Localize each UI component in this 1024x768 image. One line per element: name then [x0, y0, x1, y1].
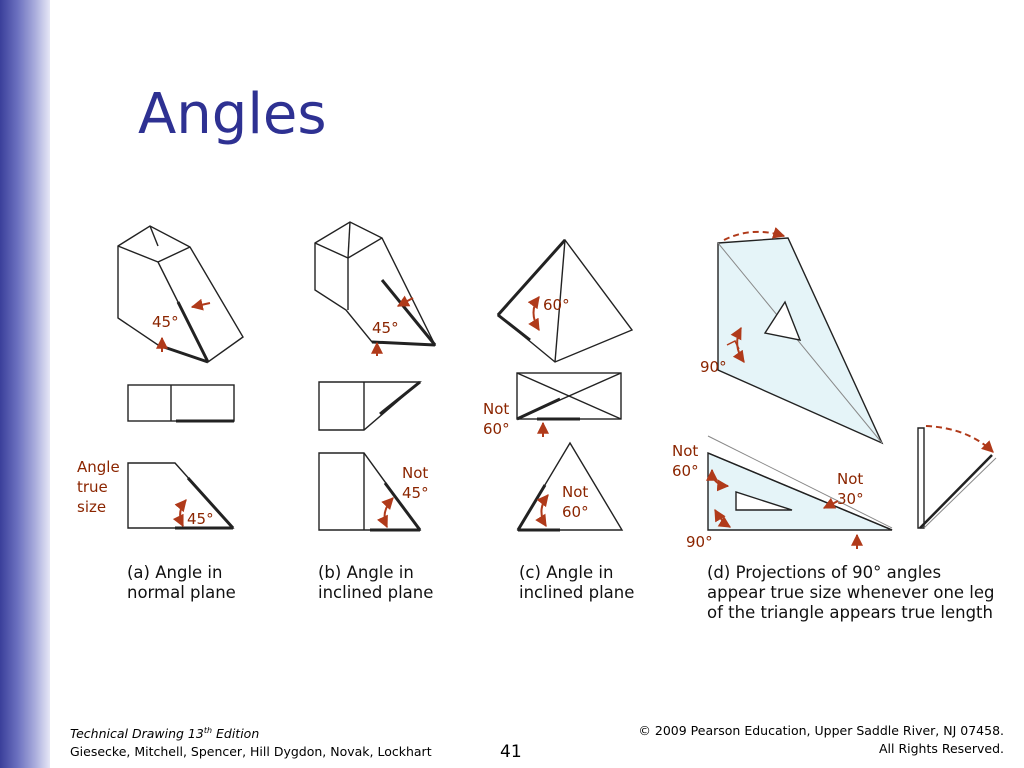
- label-d-right-line-1: Not: [837, 470, 863, 488]
- label-b-bottom-line-2: 45°: [402, 484, 429, 502]
- caption-d-line-1: (d) Projections of 90° angles: [707, 563, 941, 582]
- slide-side-gradient-bar: [0, 0, 50, 768]
- slide-title: Angles: [138, 82, 327, 147]
- label-c-middle-line-2: 60°: [483, 420, 510, 438]
- footer-book-info: Technical Drawing 13th Edition Giesecke,…: [70, 722, 432, 761]
- label-d-top-angle: 90°: [700, 358, 727, 376]
- label-b-top-angle: 45°: [372, 319, 399, 337]
- footer-copyright-line: © 2009 Pearson Education, Upper Saddle R…: [638, 723, 1004, 738]
- caption-d-line-2: appear true size whenever one leg: [707, 583, 995, 602]
- footer-edition-word: Edition: [212, 726, 260, 742]
- footer-rights-line: All Rights Reserved.: [878, 741, 1004, 756]
- label-d-left-line-1: Not: [672, 442, 698, 460]
- label-d-bottom-angle: 90°: [686, 533, 713, 551]
- label-a-side-line-2: true: [77, 478, 108, 496]
- caption-c-line-1: (c) Angle in: [519, 563, 613, 582]
- panel-d-90-degree-projections: [706, 227, 997, 549]
- panel-b-inclined-plane: [314, 221, 437, 532]
- caption-c-line-2: inclined plane: [519, 583, 634, 602]
- panel-c-pyramid-inclined-plane: [496, 238, 634, 532]
- label-a-side-line-1: Angle: [77, 458, 120, 476]
- label-c-bottom-line-2: 60°: [562, 503, 589, 521]
- footer-edition-superscript: th: [203, 726, 213, 735]
- label-d-right-line-2: 30°: [837, 490, 864, 508]
- caption-b-line-1: (b) Angle in: [318, 563, 414, 582]
- footer-authors: Giesecke, Mitchell, Spencer, Hill Dygdon…: [70, 744, 432, 760]
- footer-book-title: Technical Drawing 13th Edition: [70, 722, 432, 743]
- caption-d-line-3: of the triangle appears true length: [707, 603, 993, 622]
- label-c-middle-line-1: Not: [483, 400, 509, 418]
- label-a-top-angle: 45°: [152, 313, 179, 331]
- footer-copyright: © 2009 Pearson Education, Upper Saddle R…: [638, 722, 1004, 758]
- label-a-front-angle: 45°: [187, 510, 214, 528]
- label-c-top-angle: 60°: [543, 296, 570, 314]
- panel-a-normal-plane: [117, 225, 244, 530]
- caption-a-line-1: (a) Angle in: [127, 563, 222, 582]
- label-b-bottom-line-1: Not: [402, 464, 428, 482]
- label-a-side-line-3: size: [77, 498, 106, 516]
- page-number: 41: [500, 742, 522, 762]
- footer-book-title-text: Technical Drawing 13: [70, 726, 204, 742]
- label-c-bottom-line-1: Not: [562, 483, 588, 501]
- label-d-left-line-2: 60°: [672, 462, 699, 480]
- caption-a-line-2: normal plane: [127, 583, 236, 602]
- caption-b-line-2: inclined plane: [318, 583, 433, 602]
